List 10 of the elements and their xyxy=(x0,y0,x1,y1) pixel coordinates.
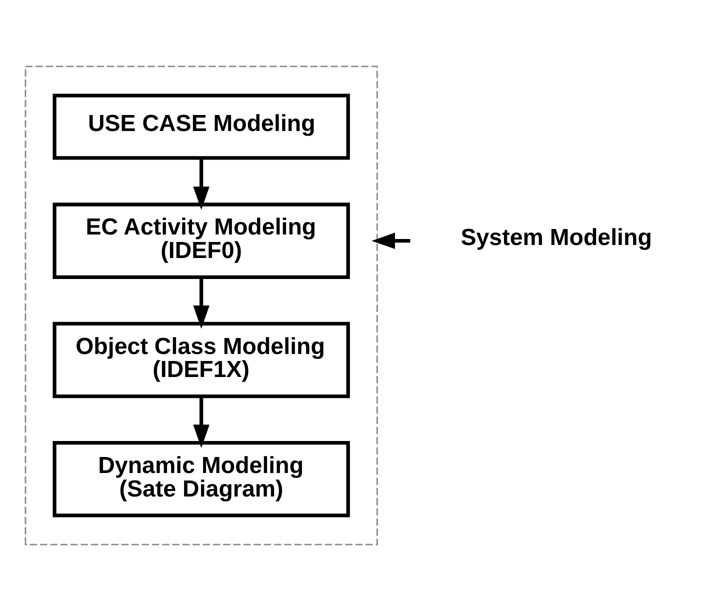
node-box: EC Activity Modeling (IDEF0) xyxy=(52,202,350,279)
node-text: System Modeling xyxy=(460,224,652,250)
arrow xyxy=(372,232,410,249)
arrow xyxy=(193,277,210,329)
arrow xyxy=(193,158,210,210)
node-box: Dynamic Modeling (Sate Diagram) xyxy=(52,441,350,518)
node-box: USE CASE Modeling xyxy=(52,94,350,160)
cluster xyxy=(24,66,378,546)
node-box: Object Class Modeling (IDEF1X) xyxy=(52,322,350,398)
arrow xyxy=(193,396,210,448)
